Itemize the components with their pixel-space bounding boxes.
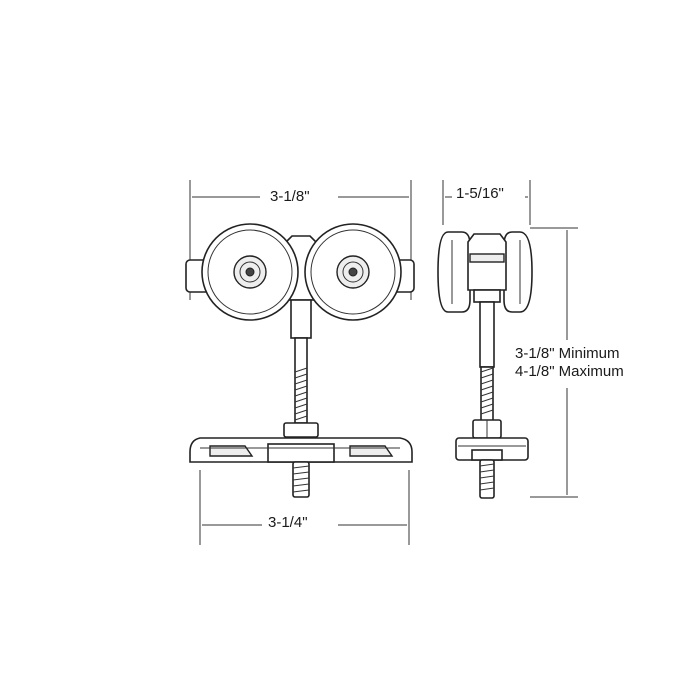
left-wheel <box>201 223 299 321</box>
side-stem <box>472 301 502 439</box>
height-maximum-label: 4-1/8" Maximum <box>515 363 624 380</box>
side-threaded-section <box>480 367 494 415</box>
side-carriage <box>467 233 507 303</box>
front-stem <box>283 299 319 438</box>
right-wheel <box>304 223 402 321</box>
base-plate <box>189 437 413 463</box>
front-view <box>185 180 415 545</box>
side-view <box>437 180 578 499</box>
height-dimension <box>530 227 578 498</box>
top-width-label: 3-1/8" <box>270 188 310 205</box>
threaded-section <box>294 367 308 421</box>
side-lower-bolt <box>479 459 495 499</box>
side-width-dimension <box>442 180 531 225</box>
lower-bolt <box>292 461 310 498</box>
bottom-width-label: 3-1/4" <box>268 514 308 531</box>
side-base-plate <box>455 437 529 461</box>
height-minimum-label: 3-1/8" Minimum <box>515 345 620 362</box>
side-width-label: 1-5/16" <box>456 185 504 202</box>
bottom-width-dimension <box>199 470 410 545</box>
